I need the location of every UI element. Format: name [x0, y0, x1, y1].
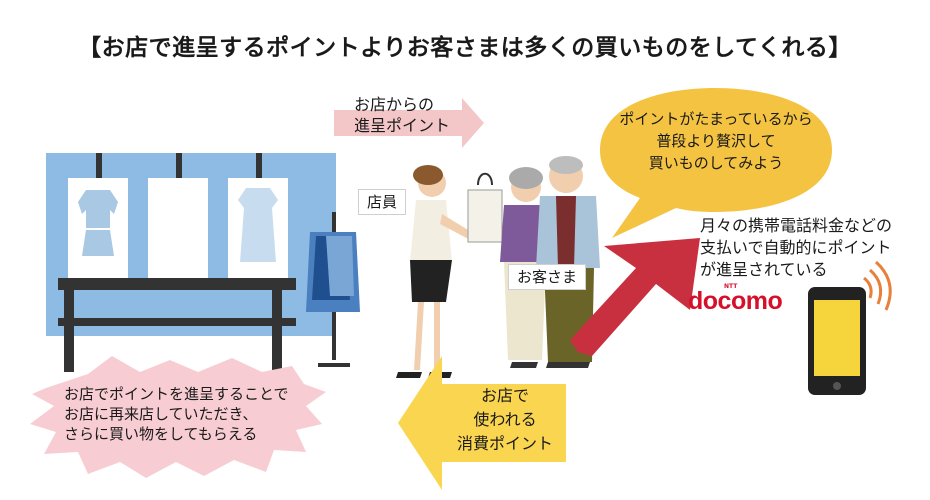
payment-line1: 月々の携帯電話料金などの: [700, 216, 893, 235]
burst-line2: お店に再来店していただき、: [64, 405, 258, 423]
smartphone-icon: [808, 260, 892, 395]
shop-staff: [396, 165, 478, 378]
arrow-auto-points: [570, 238, 700, 356]
shopping-bag-icon: [467, 172, 503, 243]
burst-line3: さらに買い物をしてもらえる: [64, 425, 258, 443]
bubble-line3: 買いものしてみよう: [648, 154, 784, 172]
arrow-bottom-label-line1: お店で: [480, 386, 529, 405]
arrow-point-used: [398, 356, 566, 490]
shop-display: [46, 153, 336, 336]
arrow-point-given: [334, 98, 484, 148]
arrow-top-label-line2: 進呈ポイント: [354, 116, 451, 135]
bubble-line2: 普段より贅沢して: [656, 132, 776, 150]
arrow-top-label-line1: お店からの: [354, 95, 435, 114]
speech-bubble: [600, 88, 832, 238]
docomo-logo: docomo: [688, 287, 783, 315]
clothes-rack: [306, 212, 360, 367]
staff-label: 店員: [358, 189, 407, 215]
burst-line1: お店でポイントを進呈することで: [64, 385, 289, 403]
burst-shape: [30, 356, 326, 478]
payment-line2: 支払いで自動的にポイント: [700, 238, 892, 257]
bubble-line1: ポイントがたまっているから: [619, 110, 813, 128]
arrow-bottom-label-line2: 使われる: [473, 410, 537, 429]
page-title: 【お店で進呈するポイントよりお客さまは多くの買いものをしてくれる】: [78, 35, 852, 61]
arrow-bottom-label-line3: 消費ポイント: [456, 434, 553, 453]
payment-line3: が進呈されている: [700, 260, 828, 279]
display-table: [58, 278, 296, 372]
ntt-mark: NTT: [724, 283, 738, 290]
customer-label: お客さま: [508, 264, 587, 290]
